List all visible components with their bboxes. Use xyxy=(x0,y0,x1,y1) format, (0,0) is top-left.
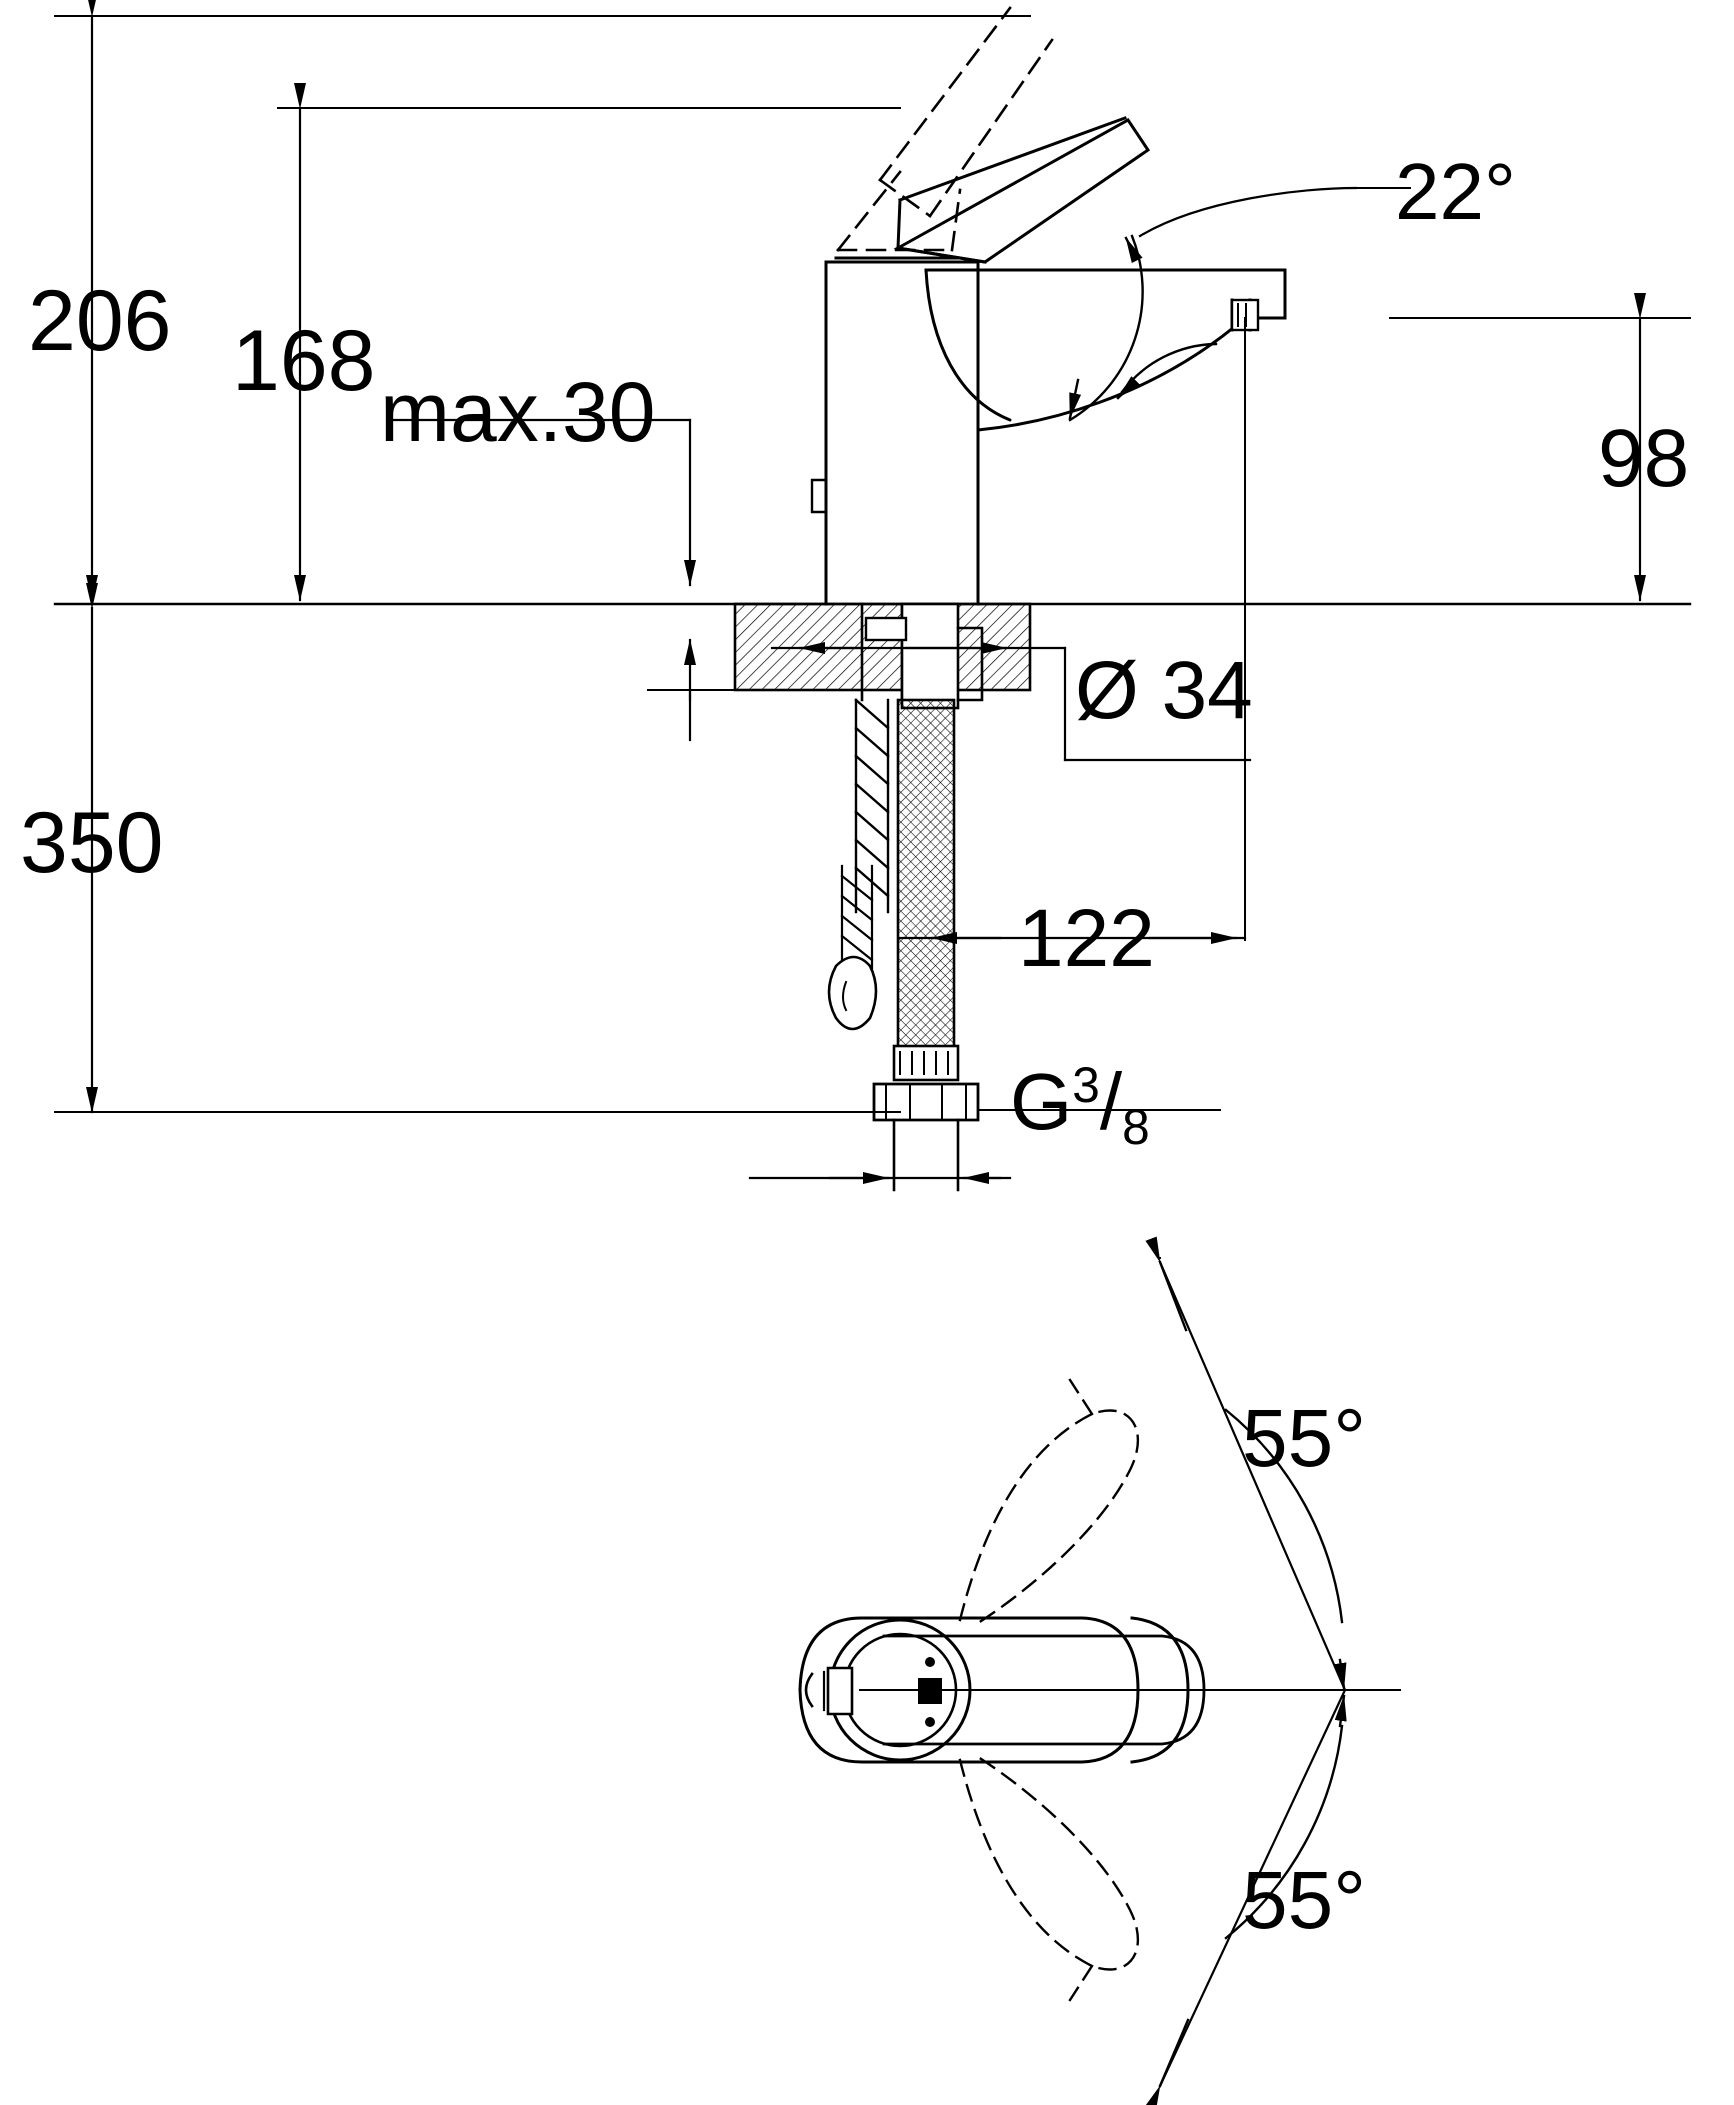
dimension-label-max-30: max.30 xyxy=(380,365,656,459)
dimension-label-206: 206 xyxy=(28,273,172,369)
dimension-label-55-degrees-lower: 55° xyxy=(1242,1855,1367,1946)
front-elevation-geometry xyxy=(53,0,1692,2105)
dimension-label-diameter-34: Ø 34 xyxy=(1075,645,1253,736)
thread-letter: G xyxy=(1010,1057,1073,1146)
dimension-label-55-degrees-upper: 55° xyxy=(1242,1393,1367,1484)
dimension-label-122: 122 xyxy=(1018,893,1155,984)
thread-numerator: 3 xyxy=(1072,1056,1100,1113)
thread-slash: / xyxy=(1099,1057,1123,1146)
thread-denominator: 8 xyxy=(1122,1098,1150,1155)
dimension-label-g-thread: G3/8 xyxy=(1010,1060,1150,1152)
dimension-label-350: 350 xyxy=(20,795,164,891)
dimension-label-168: 168 xyxy=(232,313,376,409)
dimension-label-22-degrees: 22° xyxy=(1395,147,1516,236)
dimension-label-98: 98 xyxy=(1598,413,1690,504)
thread-fraction: 3/8 xyxy=(1072,1060,1149,1152)
